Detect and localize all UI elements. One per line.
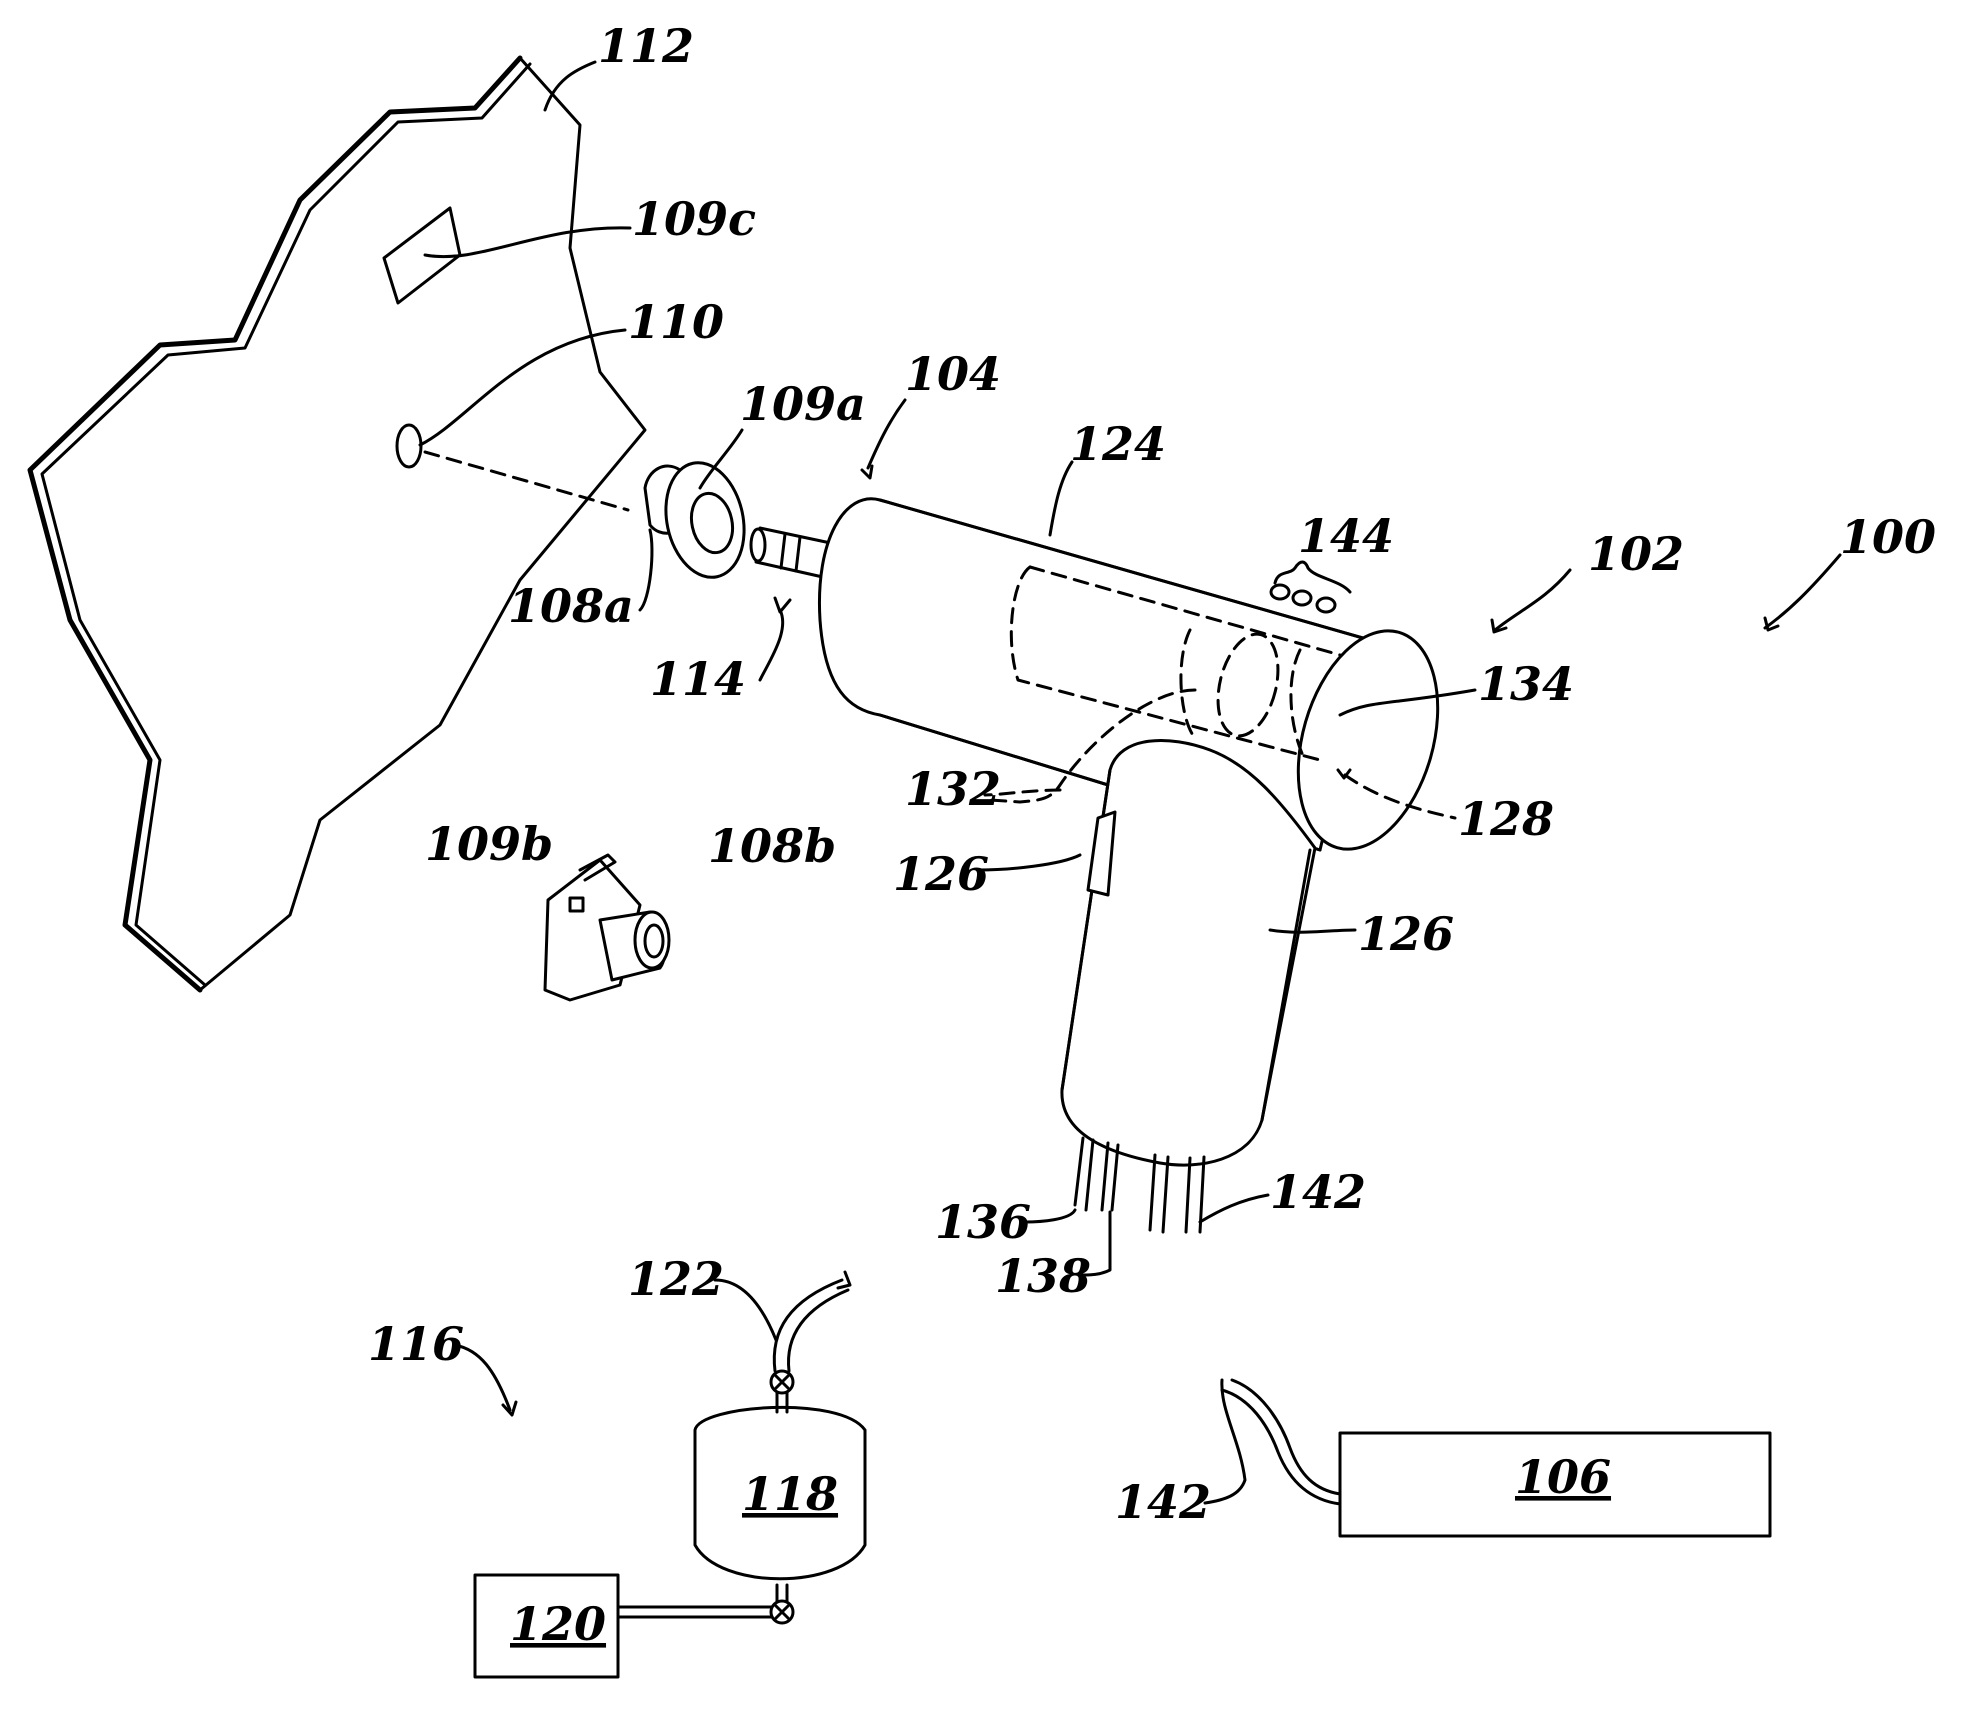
label-106: 106 (1515, 1450, 1611, 1504)
label-108a: 108a (508, 579, 634, 633)
label-114: 114 (650, 652, 746, 706)
label-126-handle: 126 (1358, 907, 1454, 961)
label-142-cable: 142 (1115, 1475, 1211, 1529)
hole-110 (397, 425, 421, 467)
fitting-108a (645, 455, 754, 584)
label-126-trigger: 126 (893, 847, 989, 901)
alignment-line (425, 452, 628, 510)
label-104: 104 (905, 347, 1001, 401)
label-120: 120 (510, 1597, 606, 1651)
gun-barrel-124 (819, 499, 1370, 850)
label-116: 116 (368, 1317, 464, 1371)
label-138: 138 (995, 1249, 1091, 1303)
label-134: 134 (1478, 657, 1574, 711)
label-132: 132 (905, 762, 1001, 816)
label-109a: 109a (740, 377, 866, 431)
fitting-108b (545, 855, 669, 1000)
label-122: 122 (628, 1252, 724, 1306)
label-109c: 109c (632, 192, 756, 246)
label-128: 128 (1458, 792, 1554, 846)
label-136: 136 (935, 1195, 1031, 1249)
label-110: 110 (628, 295, 724, 349)
label-118: 118 (742, 1467, 838, 1521)
label-109b: 109b (425, 817, 553, 871)
label-142-hoses: 142 (1270, 1165, 1366, 1219)
label-102: 102 (1588, 527, 1684, 581)
gun-handle-126 (1062, 740, 1315, 1165)
cable-142 (1232, 1380, 1340, 1494)
label-144: 144 (1298, 509, 1394, 563)
label-100: 100 (1840, 510, 1936, 564)
label-108b: 108b (708, 819, 836, 873)
buttons-144 (1271, 562, 1350, 612)
label-112: 112 (598, 19, 694, 73)
tank-118 (618, 1280, 865, 1623)
label-124: 124 (1070, 417, 1166, 471)
